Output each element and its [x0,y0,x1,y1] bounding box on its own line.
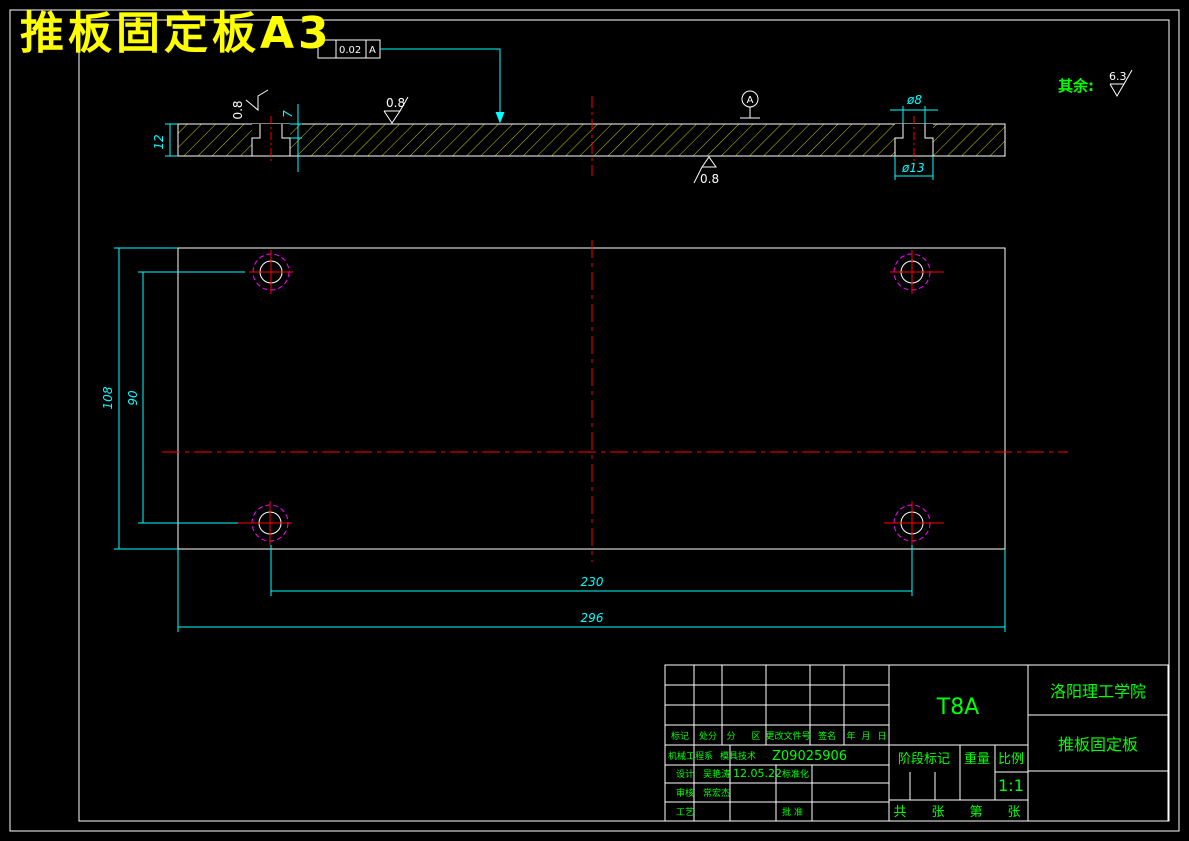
svg-text:分: 分 [726,731,735,742]
material: T8A [936,695,980,720]
svg-text:ø13: ø13 [901,161,925,175]
drawing-title: 推板固定板A3 [20,8,333,59]
dim-depth-label: 7 [281,110,295,118]
outer-border [9,9,1180,832]
svg-text:处分: 处分 [699,730,717,742]
svg-text:296: 296 [581,611,604,625]
svg-text:签名: 签名 [818,730,836,742]
inner-border [78,19,1170,822]
svg-text:更改文件号: 更改文件号 [765,730,810,742]
svg-text:吴艳涛: 吴艳涛 [703,768,730,780]
hole-top-right [890,250,944,294]
svg-text:标准化: 标准化 [782,768,809,780]
title-block-text: T8A 洛阳理工学院 推板固定板 标记 处分 分 区 更改文件号 签名 年 月 … [668,682,1146,820]
svg-text:6.3: 6.3 [1109,70,1127,83]
top-view: 108 90 230 296 [101,240,1068,632]
svg-text:张: 张 [931,805,944,820]
hole-bottom-left [238,501,292,545]
remaining-roughness: 其余: 6.3 [1058,69,1133,97]
part-name: 推板固定板 [1058,735,1138,754]
dim-length-holes: 230 [270,545,913,596]
surface-finish-bottom: 0.8 [693,156,719,186]
surface-finish-top-mid: 0.8 [383,96,409,124]
dim-thickness: 12 [152,123,178,157]
svg-text:第: 第 [969,805,982,820]
svg-text:Z09025906: Z09025906 [772,749,847,764]
svg-text:A: A [369,45,376,56]
svg-text:年: 年 [846,730,855,742]
hole-bottom-right [884,501,944,545]
dim-width-outer: 108 [101,247,178,550]
school-name: 洛阳理工学院 [1050,682,1146,701]
svg-text:230: 230 [581,575,604,589]
svg-text:0.02: 0.02 [339,45,361,56]
svg-text:90: 90 [126,390,140,406]
hole-top-left [249,250,293,294]
svg-text:0.8: 0.8 [231,100,245,119]
dim-thickness-label: 12 [152,134,166,149]
svg-text:比例: 比例 [998,752,1024,767]
svg-text:0.8: 0.8 [386,96,405,110]
svg-text:机械工程系: 机械工程系 [668,750,713,762]
surface-finish-top-left: 0.8 [231,89,269,120]
svg-text:常宏杰: 常宏杰 [703,787,730,799]
svg-text:工艺: 工艺 [676,807,694,818]
svg-text:模具技术: 模具技术 [720,750,756,762]
dim-length-outer: 296 [177,549,1006,632]
dim-hole-dia: ø8 [890,93,938,124]
svg-text:张: 张 [1007,805,1020,820]
svg-text:审核: 审核 [676,787,694,799]
svg-text:A: A [747,95,754,106]
datum-marker: A [740,90,760,119]
svg-text:批 准: 批 准 [782,806,803,818]
svg-text:重量: 重量 [964,751,990,767]
svg-text:108: 108 [101,386,115,409]
svg-text:1:1: 1:1 [998,776,1024,795]
dim-width-holes: 90 [126,271,245,524]
title-block [664,664,1169,822]
svg-text:标记: 标记 [671,730,689,742]
svg-text:共: 共 [893,805,906,820]
svg-text:ø8: ø8 [906,93,922,107]
svg-text:设计: 设计 [676,768,694,780]
svg-text:月: 月 [861,731,870,742]
section-view: 12 7 0.8 0.8 0.8 0 [152,39,1133,186]
svg-text:其余:: 其余: [1058,77,1094,95]
tolerance-frame: 0.02 A [317,39,505,124]
dim-counterbore-depth: 7 [281,104,302,172]
svg-text:阶段标记: 阶段标记 [898,752,950,767]
svg-text:日: 日 [877,731,886,742]
dim-counterbore-dia: ø13 [894,156,934,180]
svg-text:0.8: 0.8 [700,172,719,186]
svg-text:12.05.22: 12.05.22 [733,767,782,780]
svg-text:区: 区 [751,731,760,742]
